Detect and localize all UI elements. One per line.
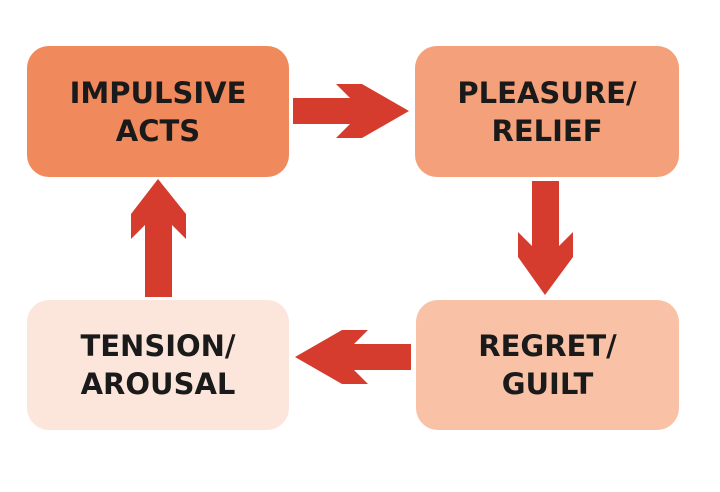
arrow-down-icon — [518, 181, 573, 295]
arrow-up-icon — [131, 179, 186, 297]
node-tension-arousal-line2: AROUSAL — [80, 367, 236, 401]
node-pleasure-relief-line1: PLEASURE/ — [457, 75, 637, 110]
node-tension-arousal: TENSION/ AROUSAL — [27, 300, 289, 430]
node-impulsive-acts: IMPULSIVE ACTS — [27, 46, 289, 177]
node-regret-guilt-line1: REGRET/ — [478, 329, 617, 363]
arrow-left-icon — [295, 330, 411, 384]
node-impulsive-acts-line1: IMPULSIVE — [69, 75, 247, 110]
node-regret-guilt: REGRET/ GUILT — [416, 300, 679, 430]
node-pleasure-relief-line2: RELIEF — [491, 113, 603, 148]
node-tension-arousal-line1: TENSION/ — [80, 329, 236, 363]
node-impulsive-acts-line2: ACTS — [115, 113, 201, 148]
arrow-right-icon — [293, 84, 409, 138]
node-regret-guilt-line2: GUILT — [501, 367, 594, 401]
node-pleasure-relief: PLEASURE/ RELIEF — [415, 46, 679, 177]
